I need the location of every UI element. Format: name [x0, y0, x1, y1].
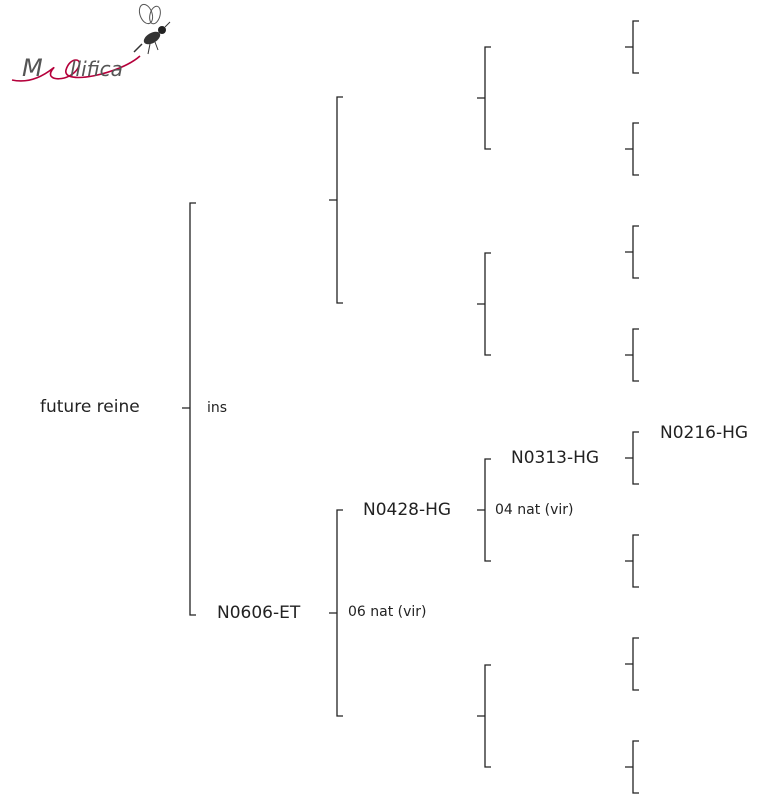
- bracket-gen2-dam: [329, 509, 343, 717]
- logo-text-prefix: M: [22, 54, 43, 82]
- bracket-gen3-1: [477, 46, 491, 150]
- bee-icon: [133, 3, 171, 55]
- node-dam-name: N0606-ET: [217, 603, 301, 623]
- bracket-gen4-8: [625, 740, 639, 794]
- bracket-gen3-3: [477, 458, 491, 562]
- bracket-gen4-3: [625, 225, 639, 279]
- node-root-name: future reine: [40, 397, 140, 417]
- bracket-gen4-4: [625, 328, 639, 382]
- bracket-gen4-2: [625, 122, 639, 176]
- logo-text-suffix: llifica: [70, 57, 123, 81]
- node-dam-grandmother-name: N0313-HG: [511, 448, 600, 468]
- node-dam-mother-name: N0428-HG: [363, 500, 452, 520]
- logo-swoosh: [11, 55, 141, 82]
- bracket-gen2-sire: [329, 96, 343, 304]
- node-dam-great-grandmother-name: N0216-HG: [660, 423, 749, 443]
- bracket-gen3-2: [477, 252, 491, 356]
- mellifica-logo: M llifica: [0, 0, 190, 100]
- bracket-gen4-6: [625, 534, 639, 588]
- node-root-insemination: ins: [207, 400, 228, 416]
- node-dam-insemination: 06 nat (vir): [348, 604, 427, 620]
- bracket-gen4-1: [625, 20, 639, 74]
- bracket-gen4-5: [625, 431, 639, 485]
- bracket-gen3-4: [477, 664, 491, 768]
- bracket-gen4-7: [625, 637, 639, 691]
- node-dam-mother-insemination: 04 nat (vir): [495, 502, 574, 518]
- bracket-gen1: [182, 202, 196, 616]
